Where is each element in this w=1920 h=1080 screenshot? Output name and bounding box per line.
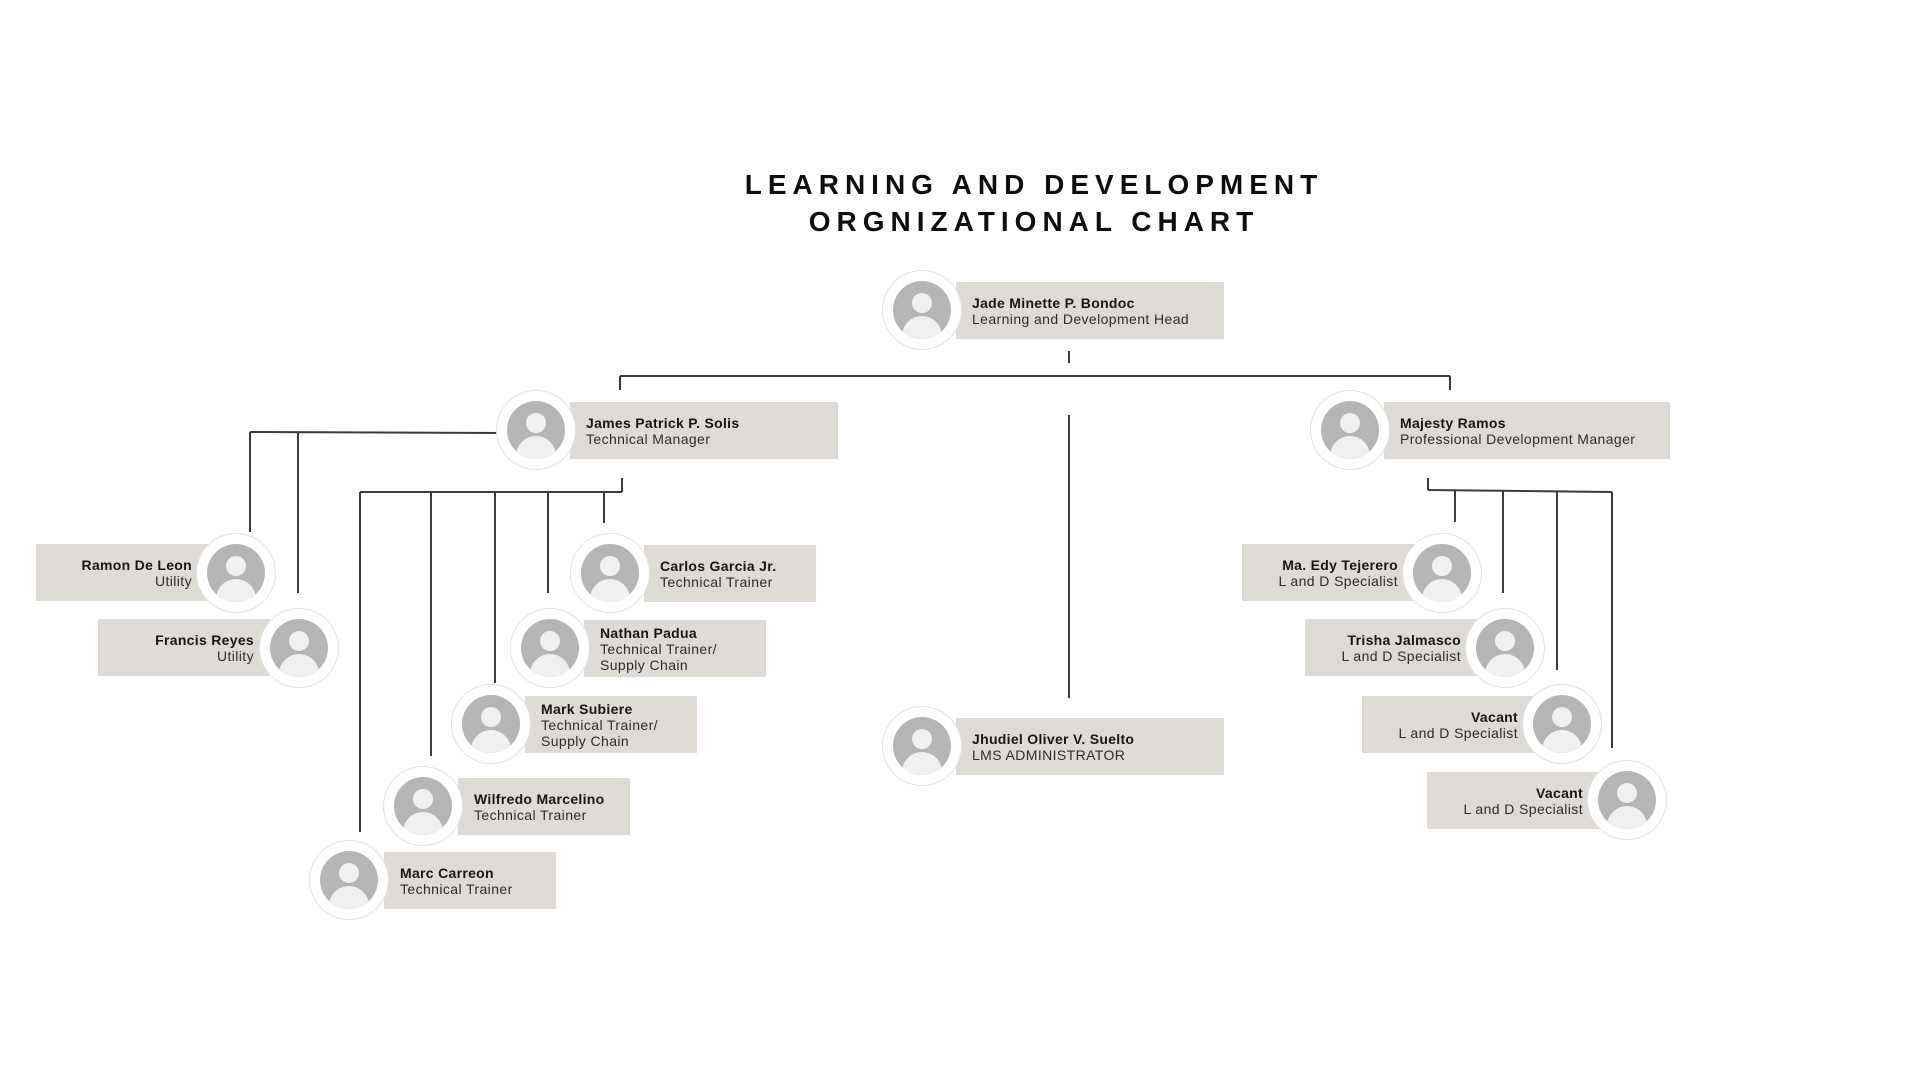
node-card: Majesty Ramos Professional Development M…: [1384, 402, 1670, 459]
person-name: Jade Minette P. Bondoc: [972, 294, 1135, 311]
person-role-line-1: Technical Trainer/: [541, 716, 658, 733]
connector: [249, 431, 501, 434]
person-placeholder-icon: [1402, 533, 1482, 613]
node-card: Carlos Garcia Jr. Technical Trainer: [644, 545, 816, 602]
person-role: L and D Specialist: [1463, 800, 1583, 817]
person-name: Carlos Garcia Jr.: [660, 557, 777, 574]
person-placeholder-icon: [451, 684, 531, 764]
node-card: Marc Carreon Technical Trainer: [384, 852, 556, 909]
person-name: Ma. Edy Tejerero: [1282, 556, 1398, 573]
person-role: Professional Development Manager: [1400, 430, 1636, 447]
person-placeholder-icon: [510, 608, 590, 688]
person-role-line-2: Supply Chain: [600, 656, 689, 673]
node-card: Wilfredo Marcelino Technical Trainer: [458, 778, 630, 835]
person-name: Majesty Ramos: [1400, 414, 1506, 431]
person-placeholder-icon: [383, 766, 463, 846]
person-name: Wilfredo Marcelino: [474, 790, 605, 807]
person-placeholder-icon: [1310, 390, 1390, 470]
person-role: L and D Specialist: [1398, 724, 1518, 741]
node-card: Trisha Jalmasco L and D Specialist: [1305, 619, 1477, 676]
chart-title-line-1: LEARNING AND DEVELOPMENT: [744, 169, 1324, 200]
person-name: Jhudiel Oliver V. Suelto: [972, 730, 1135, 747]
person-role-line-2: Supply Chain: [541, 732, 630, 749]
person-role: Technical Trainer: [400, 880, 513, 897]
person-name: James Patrick P. Solis: [586, 414, 740, 431]
node-card: Ma. Edy Tejerero L and D Specialist: [1242, 544, 1414, 601]
chart-title-line-2: ORGNIZATIONAL CHART: [808, 206, 1260, 237]
person-placeholder-icon: [1465, 608, 1545, 688]
node-card: Francis Reyes Utility: [98, 619, 270, 676]
person-placeholder-icon: [882, 706, 962, 786]
person-name: Marc Carreon: [400, 864, 494, 881]
person-placeholder-icon: [1522, 684, 1602, 764]
person-role: Technical Manager: [586, 430, 711, 447]
node-card: Jhudiel Oliver V. Suelto LMS ADMINISTRAT…: [956, 718, 1224, 775]
person-name: Ramon De Leon: [81, 556, 192, 573]
person-role: Technical Trainer: [660, 573, 773, 590]
person-name: Trisha Jalmasco: [1347, 631, 1461, 648]
person-role: LMS ADMINISTRATOR: [972, 746, 1126, 763]
person-role: Utility: [216, 647, 254, 664]
node-card: Vacant L and D Specialist: [1362, 696, 1534, 753]
person-role: L and D Specialist: [1278, 572, 1398, 589]
node-card: Mark Subiere Technical Trainer/ Supply C…: [525, 696, 697, 753]
node-card: Nathan Padua Technical Trainer/ Supply C…: [584, 620, 766, 677]
person-name: Mark Subiere: [541, 700, 633, 717]
person-role-line-1: Technical Trainer/: [600, 640, 717, 657]
person-name: Francis Reyes: [155, 631, 254, 648]
connector: [1427, 489, 1613, 493]
person-placeholder-icon: [309, 840, 389, 920]
chart-title: LEARNING AND DEVELOPMENT ORGNIZATIONAL C…: [0, 166, 1920, 240]
person-placeholder-icon: [496, 390, 576, 470]
person-placeholder-icon: [570, 533, 650, 613]
node-card: James Patrick P. Solis Technical Manager: [570, 402, 838, 459]
person-name: Vacant: [1471, 708, 1518, 725]
node-card: Ramon De Leon Utility: [36, 544, 208, 601]
person-placeholder-icon: [882, 270, 962, 350]
person-placeholder-icon: [196, 533, 276, 613]
node-card: Jade Minette P. Bondoc Learning and Deve…: [956, 282, 1224, 339]
person-role: Learning and Development Head: [972, 310, 1190, 327]
person-role: Utility: [154, 572, 192, 589]
node-card: Vacant L and D Specialist: [1427, 772, 1599, 829]
person-placeholder-icon: [1587, 760, 1667, 840]
person-placeholder-icon: [259, 608, 339, 688]
person-role: L and D Specialist: [1341, 647, 1461, 664]
person-name: Nathan Padua: [600, 624, 697, 641]
person-name: Vacant: [1536, 784, 1583, 801]
person-role: Technical Trainer: [474, 806, 587, 823]
